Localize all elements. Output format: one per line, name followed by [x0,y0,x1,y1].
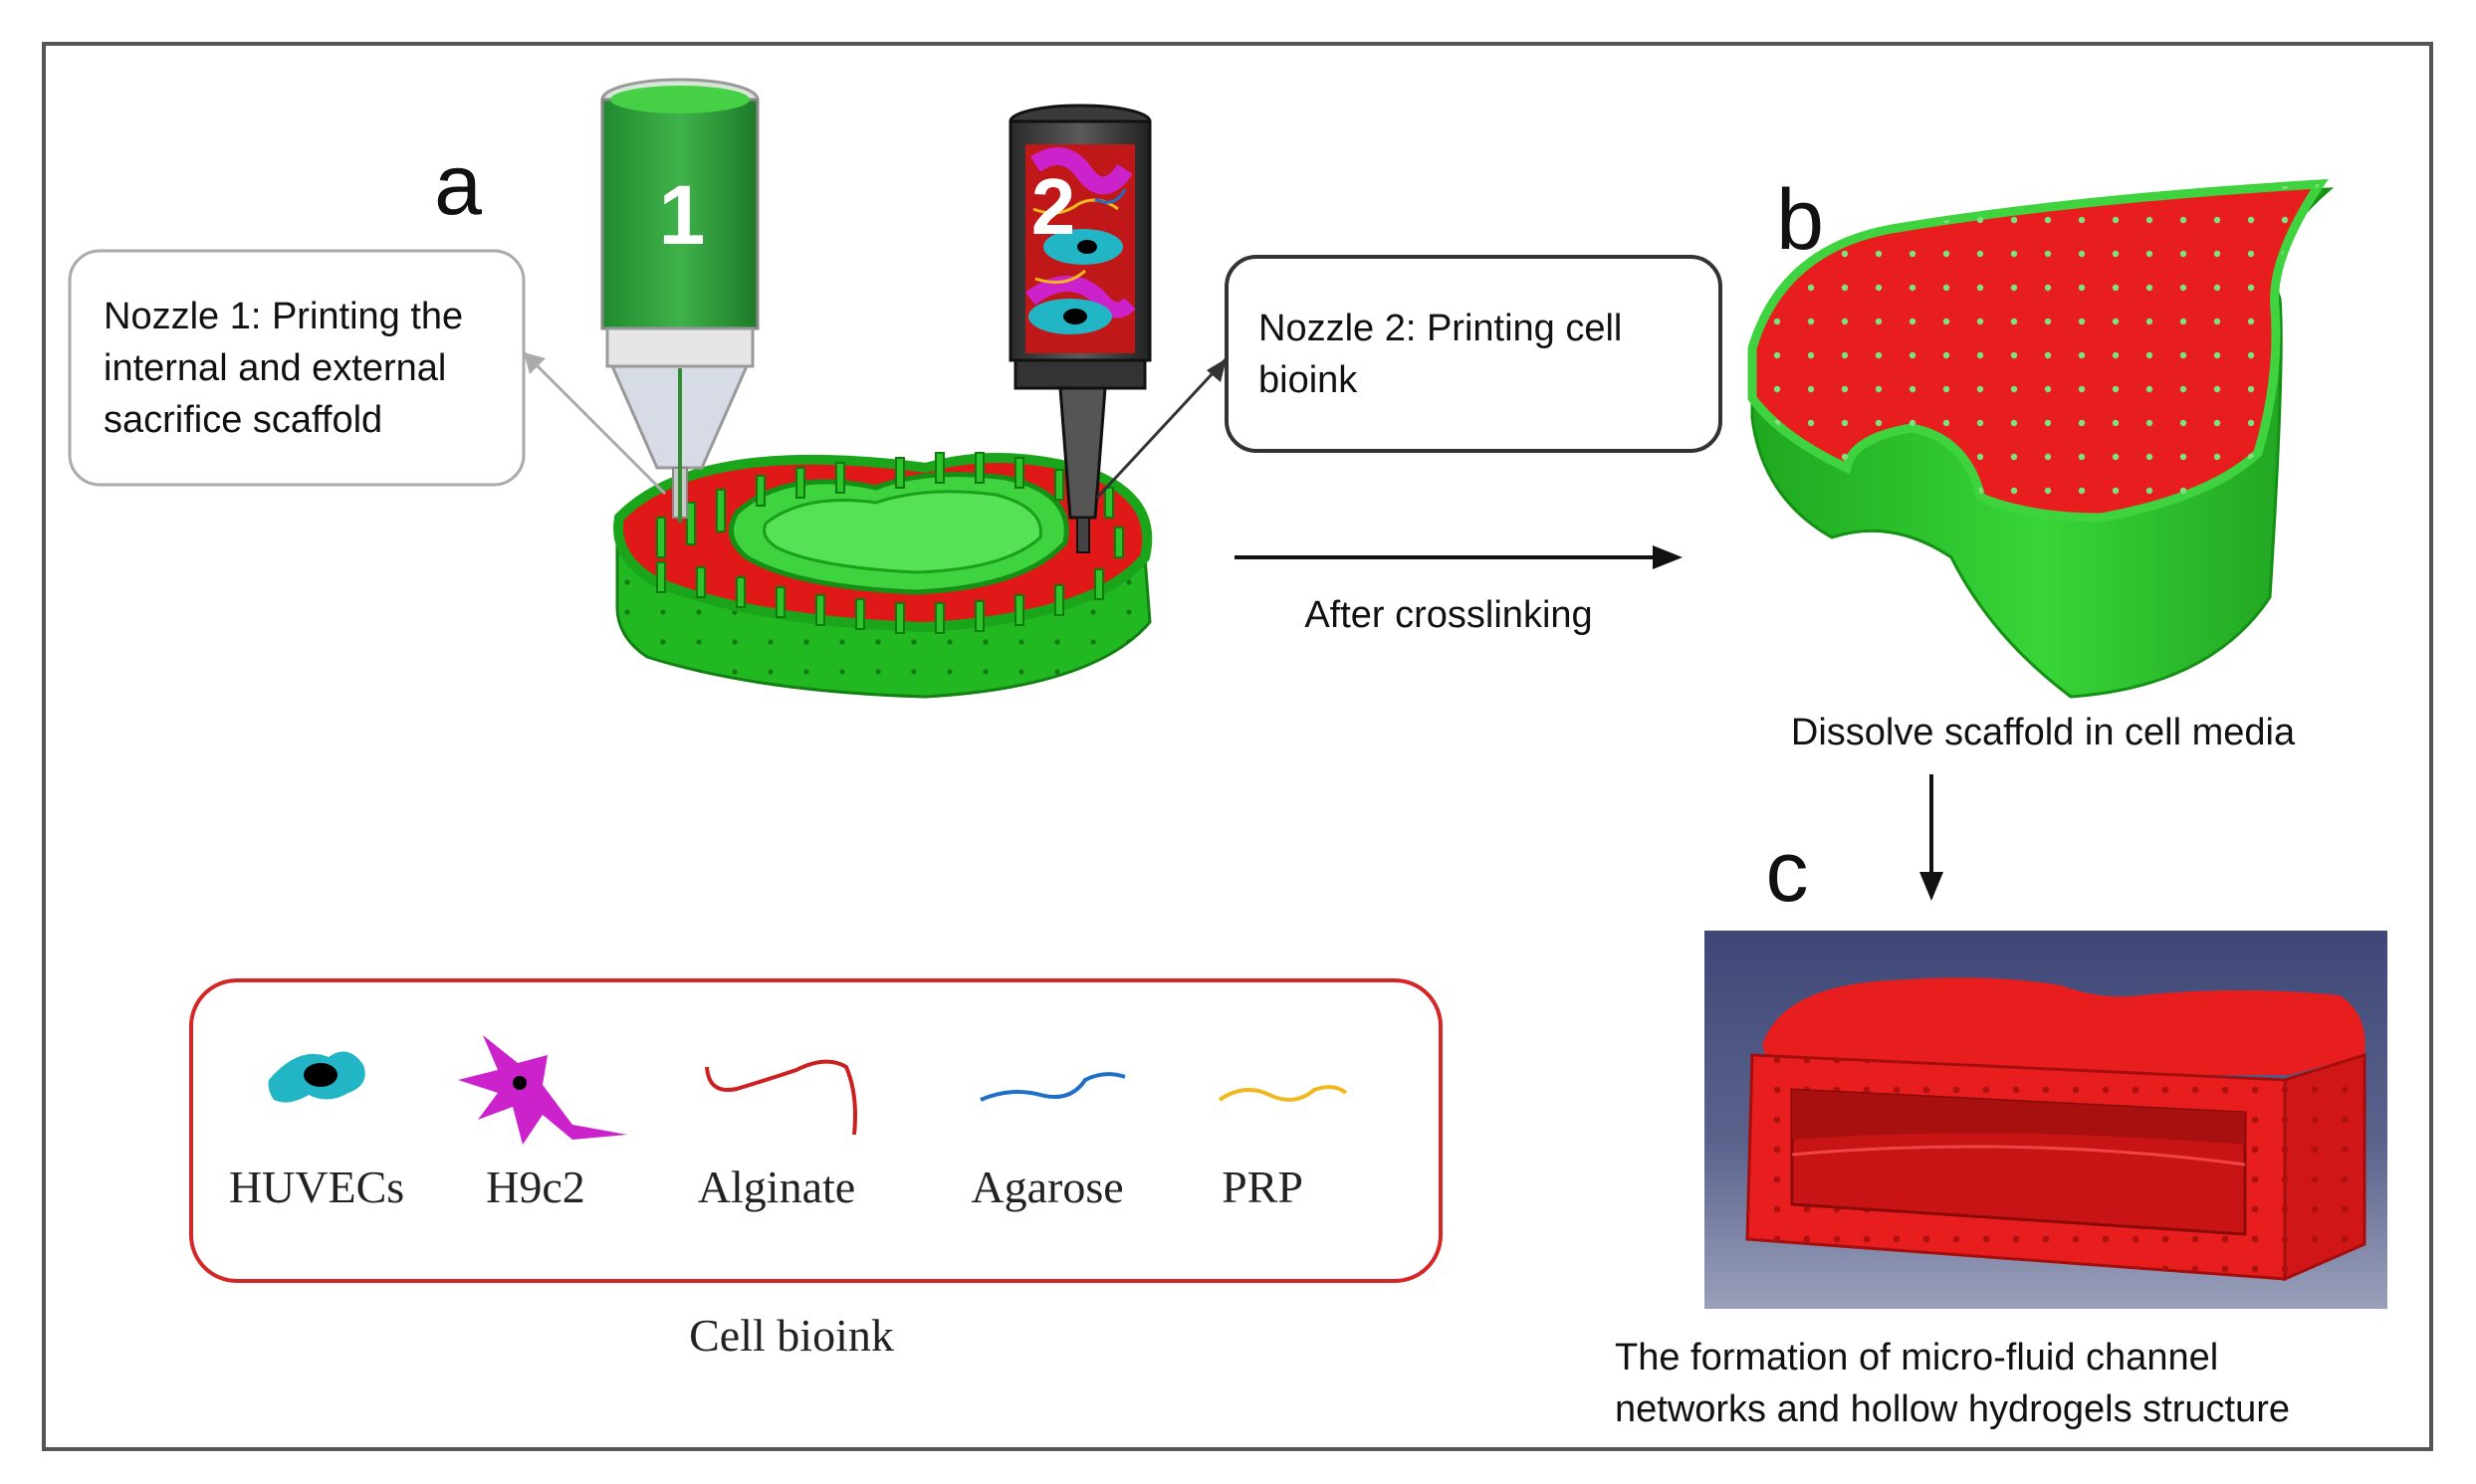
agarose-fiber-icon [980,1072,1126,1102]
figure-frame [42,42,2433,1451]
printing-assembly: 1 2 [600,78,1153,699]
legend-label-prp: PRP [1222,1162,1303,1212]
dissolve-label: Dissolve scaffold in cell media [1791,712,2296,753]
legend-label-alginate: Alginate [698,1162,855,1212]
legend-label-h9c2: H9c2 [486,1162,585,1212]
nozzle-2-number: 2 [1031,162,1076,251]
nozzle-2-syringe [1009,104,1152,553]
panel-label-b: b [1776,172,1824,268]
nozzle-2-callout-box [1225,255,1722,453]
nozzle-1-number: 1 [659,168,706,262]
nozzle-1-callout-box [68,249,526,487]
panel-label-a: a [434,137,482,233]
panel-label-c: c [1766,824,1809,920]
nozzle-2-pointer [1095,356,1229,500]
cell-bioink-legend [189,978,1443,1283]
after-crosslinking-label: After crosslinking [1304,594,1592,636]
formation-label: The formation of micro-fluid channel net… [1615,1337,2290,1430]
legend-title: Cell bioink [689,1310,894,1361]
h9c2-cell-icon [458,1035,627,1145]
hollow-hydrogel-render [1704,931,2387,1309]
alginate-fiber-icon [705,1059,857,1136]
scaffold-pillars [656,452,1124,634]
nozzle-1-callout: Nozzle 1: Printing the internal and exte… [104,296,474,441]
legend-label-agarose: Agarose [971,1162,1123,1212]
crosslinked-heart [1747,178,2335,699]
prp-fiber-icon [1218,1085,1348,1102]
nozzle-1-syringe [600,78,760,523]
nozzle-2-callout: Nozzle 2: Printing cell bioink [1258,308,1633,401]
legend-label-huvecs: HUVECs [229,1162,404,1212]
huvec-cell-icon [268,1051,365,1103]
nozzle-1-pointer [522,350,667,496]
